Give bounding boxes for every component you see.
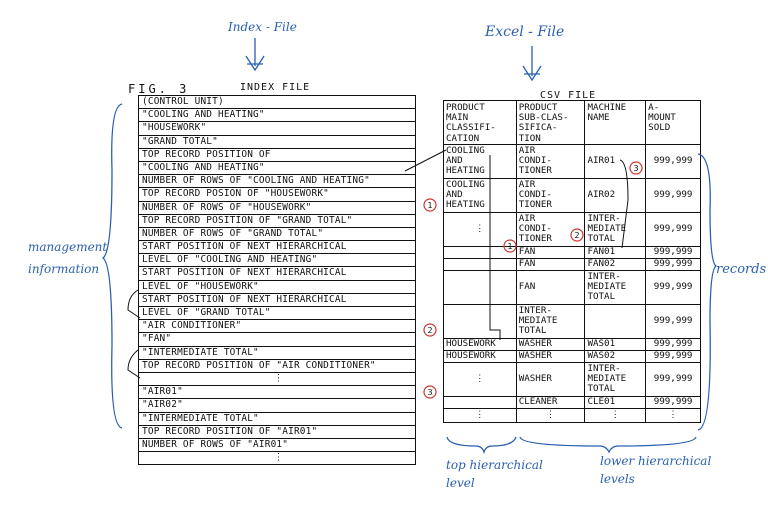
- index-row: "INTERMEDIATE TOTAL": [139, 347, 415, 360]
- index-file-table: (CONTROL UNIT)"COOLING AND HEATING""HOUS…: [138, 95, 416, 466]
- index-row: LEVEL OF "GRAND TOTAL": [139, 307, 415, 321]
- index-row: START POSITION OF NEXT HIERARCHICAL: [139, 267, 415, 281]
- figure-label: FIG. 3: [128, 82, 190, 96]
- index-row: START POSITION OF NEXT HIERARCHICAL: [139, 241, 415, 255]
- index-row: "AIR01": [139, 386, 415, 400]
- index-row: "INTERMEDIATE TOTAL": [139, 413, 415, 426]
- management-line-2: information: [28, 262, 100, 276]
- index-row: "AIR02": [139, 399, 415, 413]
- marker-1-left: [423, 198, 437, 212]
- csv-cell: AIR02: [584, 177, 647, 213]
- index-row: LEVEL OF "COOLING AND HEATING": [139, 254, 415, 268]
- index-row: TOP RECORD POSITION OF "AIR CONDITIONER": [139, 360, 415, 373]
- lower-level-line-1: lower hierarchical: [600, 454, 712, 468]
- lower-levels-brace: [519, 436, 697, 454]
- index-row: "COOLING AND HEATING": [139, 109, 415, 123]
- index-row: "FAN": [139, 333, 415, 347]
- air01-link-line: [127, 349, 141, 379]
- marker-2-left-label: 2: [427, 326, 432, 335]
- marker-3-right: [629, 161, 643, 175]
- index-row: ⋮: [139, 373, 415, 387]
- marker-2-left: [423, 323, 437, 337]
- excel-file-annotation: Excel - File: [485, 24, 565, 40]
- marker-3-right-label: 3: [633, 164, 638, 173]
- top-level-annotation: top hierarchical level: [446, 456, 543, 492]
- excel-down-arrow: [522, 46, 542, 82]
- index-file-annotation: Index - File: [228, 20, 297, 34]
- csv-cell: FAN: [515, 269, 586, 305]
- csv-cell: 999,999: [645, 269, 701, 305]
- top-level-line-2: level: [446, 476, 475, 490]
- csv-row: ⋮⋮⋮⋮: [443, 407, 701, 423]
- index-down-arrow: [245, 38, 265, 72]
- csv-cell: WASHER: [515, 361, 586, 397]
- top-level-line-1: top hierarchical: [446, 458, 543, 472]
- marker-2-right: [570, 228, 584, 242]
- csv-cell: [443, 303, 517, 339]
- fan-link-line: [127, 289, 141, 319]
- index-row: NUMBER OF ROWS OF "COOLING AND HEATING": [139, 175, 415, 189]
- index-row: TOP RECORD POSITION OF "GRAND TOTAL": [139, 215, 415, 228]
- management-brace: [101, 103, 123, 429]
- marker-1-left-label: 1: [427, 201, 432, 210]
- index-row: NUMBER OF ROWS OF "HOUSEWORK": [139, 202, 415, 215]
- management-information-annotation: management information: [28, 236, 107, 280]
- csv-cell: ⋮: [645, 407, 701, 423]
- records-annotation: records: [716, 262, 767, 277]
- index-row: "COOLING AND HEATING": [139, 162, 415, 176]
- index-row: NUMBER OF ROWS OF "AIR01": [139, 439, 415, 453]
- lower-levels-annotation: lower hierarchical levels: [600, 452, 711, 488]
- csv-cell: ⋮: [443, 361, 517, 397]
- index-row: TOP RECORD POSITION OF: [139, 149, 415, 162]
- marker-1-right-label: 1: [507, 242, 512, 251]
- index-row: "HOUSEWORK": [139, 122, 415, 136]
- marker-3-left-label: 3: [427, 388, 432, 397]
- records-brace: [697, 153, 718, 431]
- top-level-brace: [446, 436, 517, 455]
- marker-1-right: [503, 239, 517, 253]
- index-to-csv-connector: [404, 149, 447, 172]
- csv-cell: ⋮: [515, 407, 586, 423]
- csv-cell: AIR01: [584, 143, 647, 179]
- lower-level-line-2: levels: [600, 472, 635, 486]
- marker-2-right-label: 2: [574, 231, 579, 240]
- index-row: (CONTROL UNIT): [139, 96, 415, 110]
- index-row: LEVEL OF "HOUSEWORK": [139, 281, 415, 294]
- index-row: ⋮: [273, 452, 284, 464]
- index-row: TOP RECORD POSION OF "HOUSEWORK": [139, 188, 415, 202]
- index-row: "AIR CONDITIONER": [139, 320, 415, 334]
- index-file-title: INDEX FILE: [240, 82, 311, 93]
- csv-cell: [443, 269, 517, 305]
- index-row: NUMBER OF ROWS OF "GRAND TOTAL": [139, 228, 415, 242]
- management-line-1: management: [28, 240, 108, 254]
- csv-cell: 999,999: [645, 211, 701, 247]
- index-row: "GRAND TOTAL": [139, 136, 415, 149]
- level-link-line: [489, 155, 501, 340]
- index-row: START POSITION OF NEXT HIERARCHICAL: [139, 294, 415, 307]
- index-row: TOP RECORD POSITION OF "AIR01": [139, 426, 415, 439]
- csv-cell: 999,999: [645, 143, 701, 179]
- marker-3-left: [423, 385, 437, 399]
- csv-file-title: CSV FILE: [540, 90, 597, 101]
- intermediate-bracket: [619, 159, 629, 249]
